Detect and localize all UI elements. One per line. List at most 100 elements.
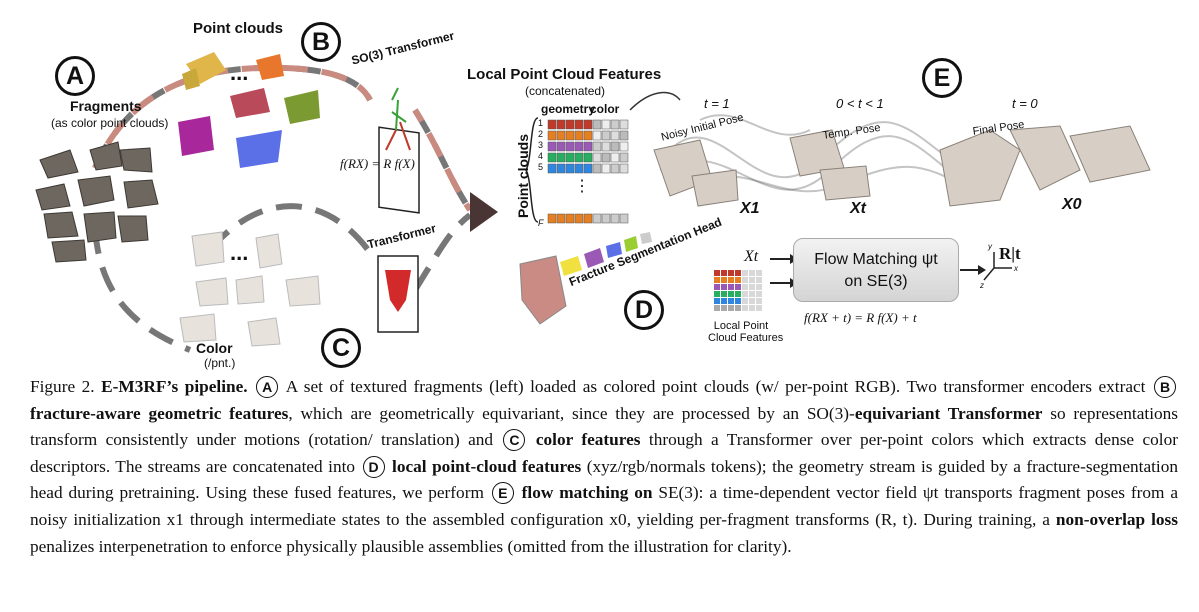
- feature-cell: [556, 152, 566, 163]
- mini-feature-cell: [714, 270, 720, 276]
- feature-cell: [574, 213, 584, 224]
- feature-cell: [619, 152, 629, 163]
- mini-feature-cell: [756, 298, 762, 304]
- axis-y-label: y: [988, 242, 992, 251]
- point-clouds-label: Point clouds: [193, 20, 283, 37]
- feature-cell: [547, 163, 557, 174]
- mini-feature-cell: [742, 305, 748, 311]
- geometry-label: geometry: [541, 102, 596, 116]
- marker-d: D: [624, 290, 664, 330]
- marker-c: C: [321, 328, 361, 368]
- marker-b: B: [301, 22, 341, 62]
- mini-feature-cell: [742, 298, 748, 304]
- mini-feature-cell: [728, 298, 734, 304]
- path-to-transformer: [207, 203, 378, 262]
- color-sub-label: (/pnt.): [204, 356, 236, 370]
- feature-cell: [601, 163, 611, 174]
- mini-feature-cell: [749, 305, 755, 311]
- feature-cell: [619, 130, 629, 141]
- feature-cell: [610, 119, 620, 130]
- feature-cell: [547, 152, 557, 163]
- mini-feature-cell: [742, 277, 748, 283]
- ellipsis-top: ...: [230, 60, 249, 85]
- mini-feature-cell: [742, 270, 748, 276]
- features-link-arrow: [629, 91, 681, 111]
- caption-marker-a: A: [256, 376, 279, 398]
- feature-cell: [556, 163, 566, 174]
- mini-feature-cell: [714, 291, 720, 297]
- feature-cell: [601, 213, 611, 224]
- feature-cell: [610, 152, 620, 163]
- ellipsis-bottom: ...: [230, 240, 249, 265]
- so3-equivariance: f(RX) = R f(X): [340, 156, 415, 171]
- pipeline-figure: A B C D E Point clouds Fragments (as col…: [35, 20, 1151, 370]
- feature-cell: [565, 119, 575, 130]
- feature-cell: [556, 130, 566, 141]
- mini-feature-cell: [714, 298, 720, 304]
- mini-feature-cell: [742, 291, 748, 297]
- segmented-fragment: [519, 255, 567, 325]
- feature-cell: [565, 130, 575, 141]
- feature-cell: [601, 119, 611, 130]
- feature-cell: [610, 130, 620, 141]
- feature-cell: [592, 130, 602, 141]
- feature-cell: [583, 163, 593, 174]
- mini-feature-cell: [728, 291, 734, 297]
- mini-feature-cell: [756, 270, 762, 276]
- feature-cell: [547, 141, 557, 152]
- feature-cell: [547, 213, 557, 224]
- feature-cell: [601, 141, 611, 152]
- mini-feature-cell: [735, 291, 741, 297]
- point-clouds-axis-label: Point clouds: [515, 134, 531, 218]
- fragments-sub-label: (as color point clouds): [51, 116, 169, 130]
- mini-feature-cell: [756, 277, 762, 283]
- local-features-caption: Local Point Cloud Features: [708, 320, 784, 344]
- dashed-path-accents: [92, 64, 473, 212]
- feature-cell: [565, 141, 575, 152]
- mini-feature-cell: [749, 284, 755, 290]
- mini-feature-cell: [728, 270, 734, 276]
- mini-feature-cell: [721, 277, 727, 283]
- feature-cell: [574, 130, 584, 141]
- flow-box-line2: on SE(3): [844, 273, 908, 290]
- color-fragments: [179, 231, 321, 347]
- flow-box-line1: Flow Matching ψt: [814, 251, 938, 268]
- mini-feature-cell: [721, 298, 727, 304]
- se3-equivariance: f(RX + t) = R f(X) + t: [804, 310, 917, 325]
- t1-label: t = 1: [704, 96, 730, 111]
- path-to-color: [92, 227, 192, 353]
- mini-feature-cell: [749, 270, 755, 276]
- figure-caption: Figure 2. E-M3RF’s pipeline. A A set of …: [30, 376, 1179, 556]
- feature-cell: [592, 141, 602, 152]
- local-feature-mini-grid: [714, 270, 762, 311]
- caption-marker-c: C: [503, 429, 526, 452]
- assembled-fragments: [653, 125, 1151, 207]
- pipeline-arrow: [470, 192, 498, 232]
- caption-marker-e: E: [491, 482, 514, 505]
- mini-feature-cell: [721, 270, 727, 276]
- feature-cell: [574, 119, 584, 130]
- mini-feature-cell: [721, 284, 727, 290]
- feature-cell: [619, 213, 629, 224]
- mini-feature-cell: [735, 298, 741, 304]
- features-title: Local Point Cloud Features: [467, 66, 662, 83]
- feature-cell: [592, 119, 602, 130]
- xt-input-label: Xt: [744, 248, 759, 265]
- feature-cell: [619, 119, 629, 130]
- fracture-head-blocks: [560, 232, 652, 276]
- mini-feature-cell: [714, 284, 720, 290]
- color-label: Color: [196, 340, 233, 356]
- feature-cell: [592, 152, 602, 163]
- feature-cell: [583, 152, 593, 163]
- feature-cell: [565, 152, 575, 163]
- mini-feature-cell: [756, 284, 762, 290]
- rows-vdots: ⋮: [574, 178, 590, 195]
- feature-cell: [583, 141, 593, 152]
- feature-cell: [547, 130, 557, 141]
- tmid-label: 0 < t < 1: [836, 96, 884, 111]
- mini-feature-cell: [728, 277, 734, 283]
- axis-z-label: z: [980, 281, 984, 290]
- caption-marker-b: B: [1154, 376, 1176, 398]
- flow-matching-box: Flow Matching ψt on SE(3): [793, 238, 959, 302]
